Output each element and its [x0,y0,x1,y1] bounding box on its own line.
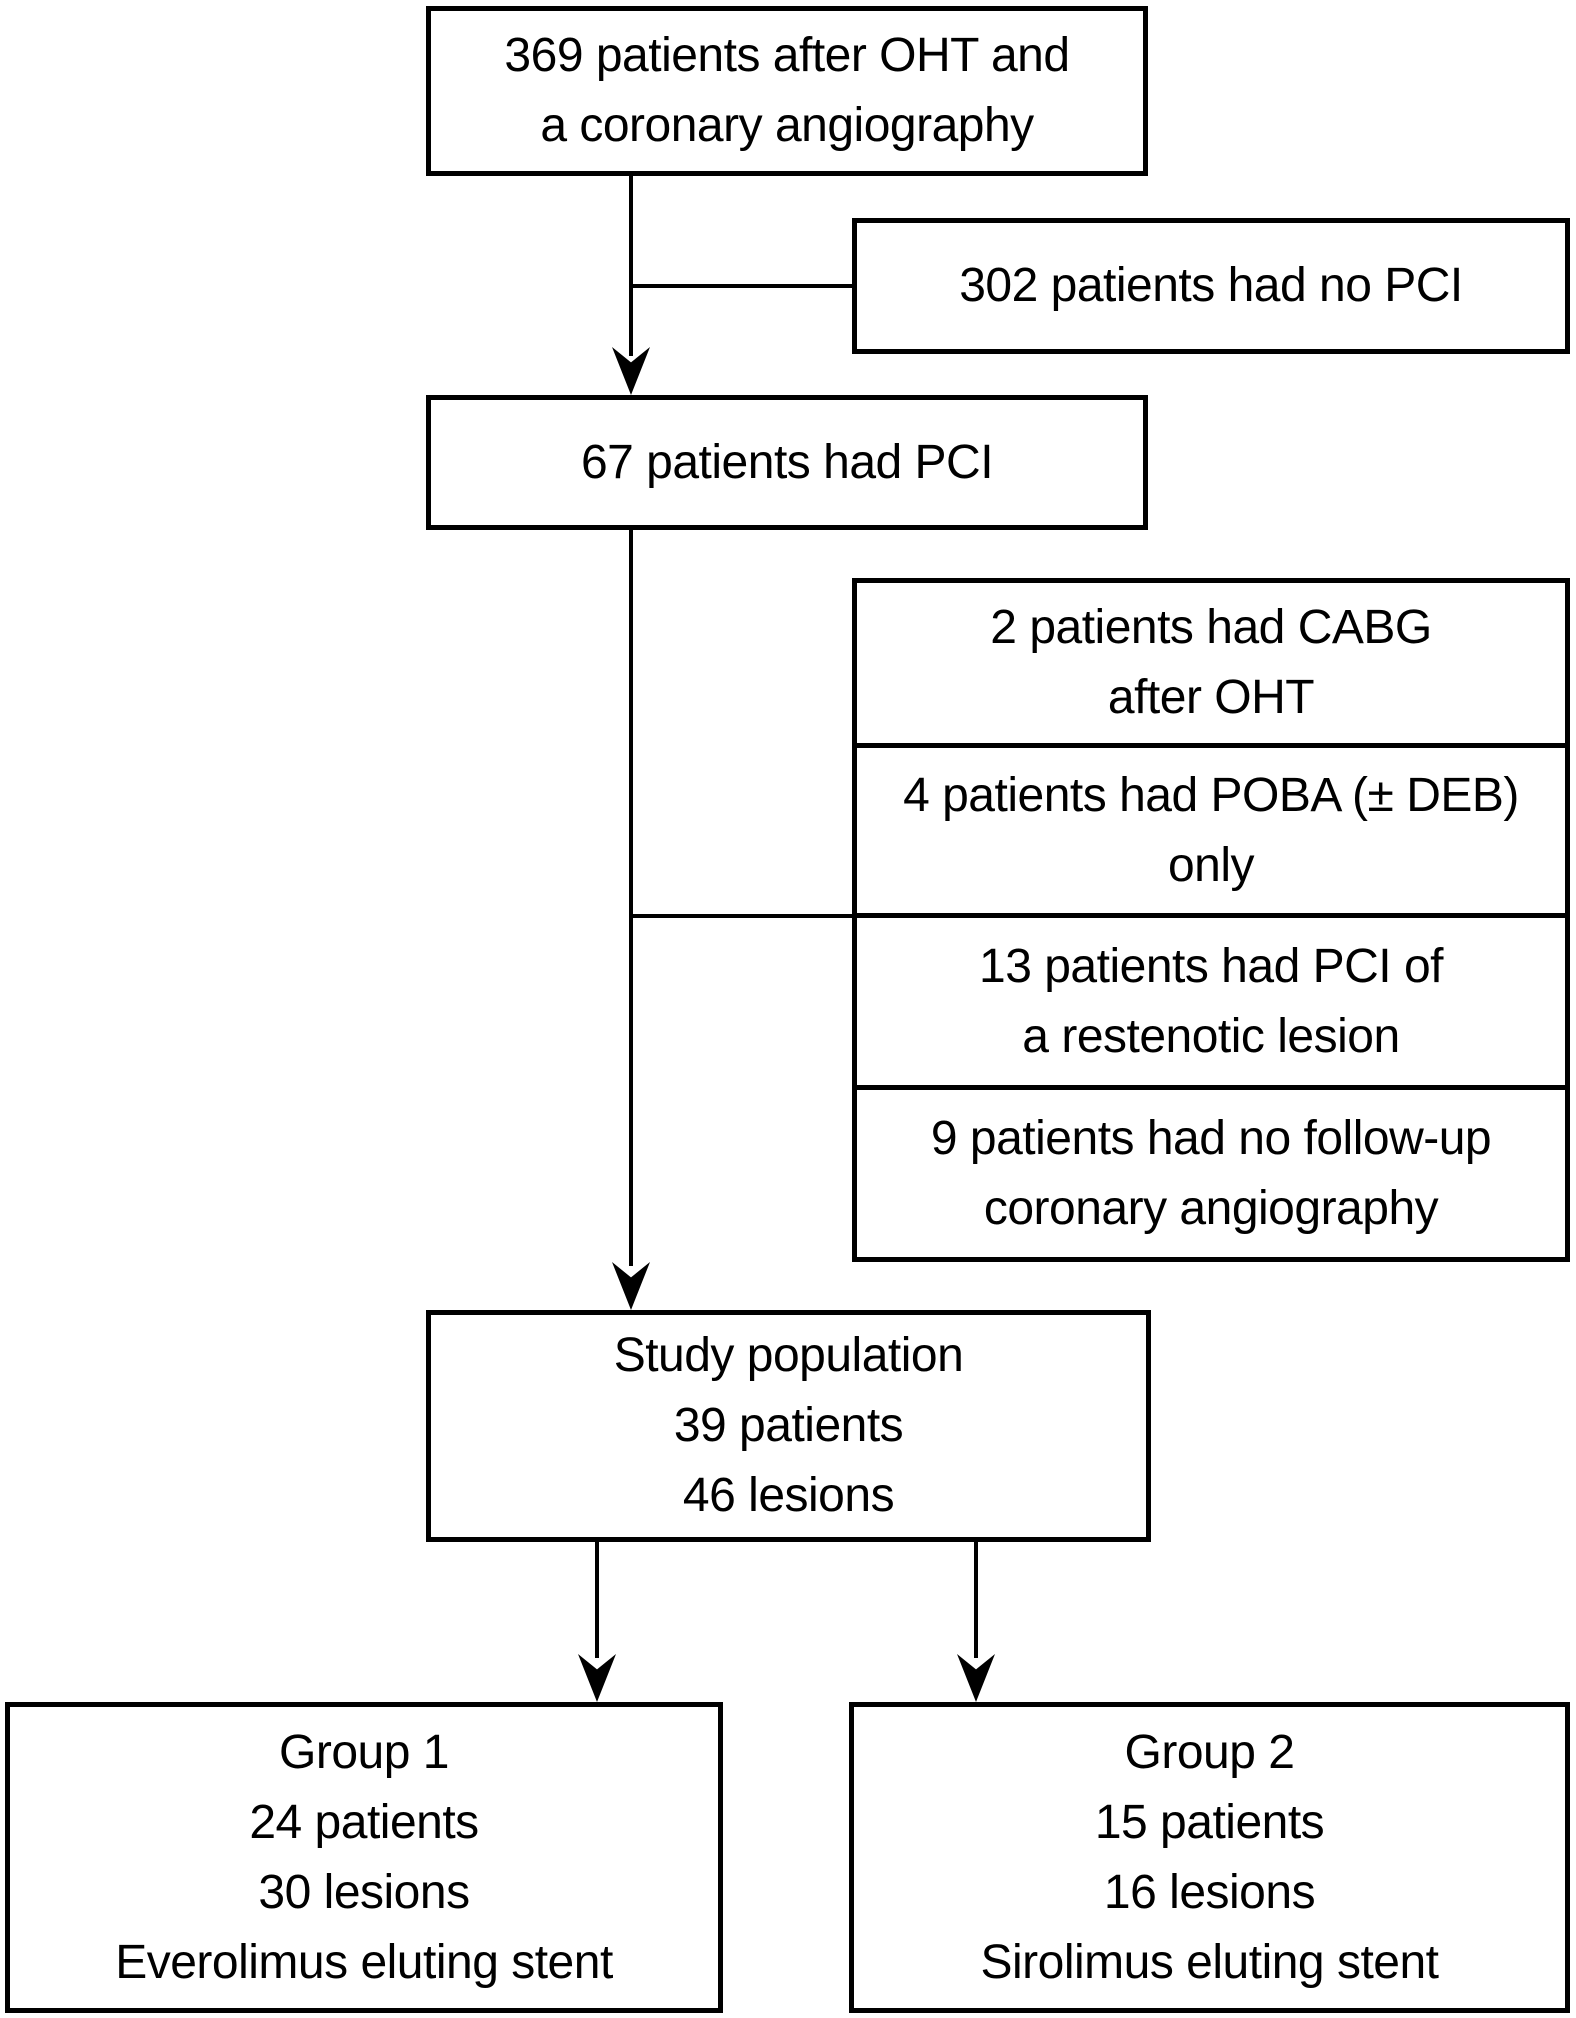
node-text-line: 369 patients after OHT and [504,29,1070,82]
node-text-line: 302 patients had no PCI [959,259,1463,312]
node-text-line: 4 patients had POBA (± DEB) [903,768,1519,822]
node-group-2: Group 2 15 patients 16 lesions Sirolimus… [849,1702,1570,2013]
node-text-line: Sirolimus eluting stent [980,1935,1439,1989]
node-text-line: only [1167,838,1255,892]
node-text-line: coronary angiography [983,1181,1439,1235]
arrowhead-down-icon [957,1654,995,1702]
node-text-line: 30 lesions [258,1865,470,1919]
connector-study-to-group1 [595,1542,599,1658]
connector-initial-to-had-pci [629,176,633,356]
connector-study-to-group2 [974,1542,978,1658]
node-group-1: Group 1 24 patients 30 lesions Everolimu… [5,1702,723,2013]
node-text-line: 2 patients had CABG [990,601,1432,654]
node-text-line: a coronary angiography [540,99,1034,152]
node-text-line: 46 lesions [682,1469,895,1522]
node-text-line: Group 2 [1124,1725,1295,1779]
node-text-line: a restenotic lesion [1022,1009,1400,1063]
arrowhead-down-icon [612,1262,650,1310]
node-text-line: 13 patients had PCI of [979,939,1443,993]
node-text-line: 9 patients had no follow-up [930,1111,1492,1165]
node-text-line: Study population [613,1329,964,1382]
node-text-line: 39 patients [673,1399,904,1452]
branch-line-no-pci [631,284,852,288]
connector-had-pci-to-study [629,530,633,1266]
node-excluded-restenotic-lesion: 13 patients had PCI of a restenotic lesi… [852,913,1570,1090]
node-initial-population: 369 patients after OHT and a coronary an… [426,6,1148,176]
node-excluded-poba: 4 patients had POBA (± DEB) only [852,743,1570,918]
node-text-line: 24 patients [249,1795,479,1849]
arrowhead-down-icon [578,1654,616,1702]
node-study-population: Study population 39 patients 46 lesions [426,1310,1151,1542]
branch-line-exclusions [631,914,852,918]
node-excluded-cabg: 2 patients had CABG after OHT [852,578,1570,748]
node-text-line: Everolimus eluting stent [115,1935,613,1989]
node-text-line: Group 1 [279,1725,449,1779]
node-excluded-no-followup: 9 patients had no follow-up coronary ang… [852,1085,1570,1262]
node-text-line: 16 lesions [1103,1865,1316,1919]
node-excluded-no-pci: 302 patients had no PCI [852,218,1570,354]
node-text-line: after OHT [1107,671,1315,724]
node-text-line: 67 patients had PCI [580,435,994,489]
node-had-pci: 67 patients had PCI [426,395,1148,530]
node-text-line: 15 patients [1094,1795,1325,1849]
